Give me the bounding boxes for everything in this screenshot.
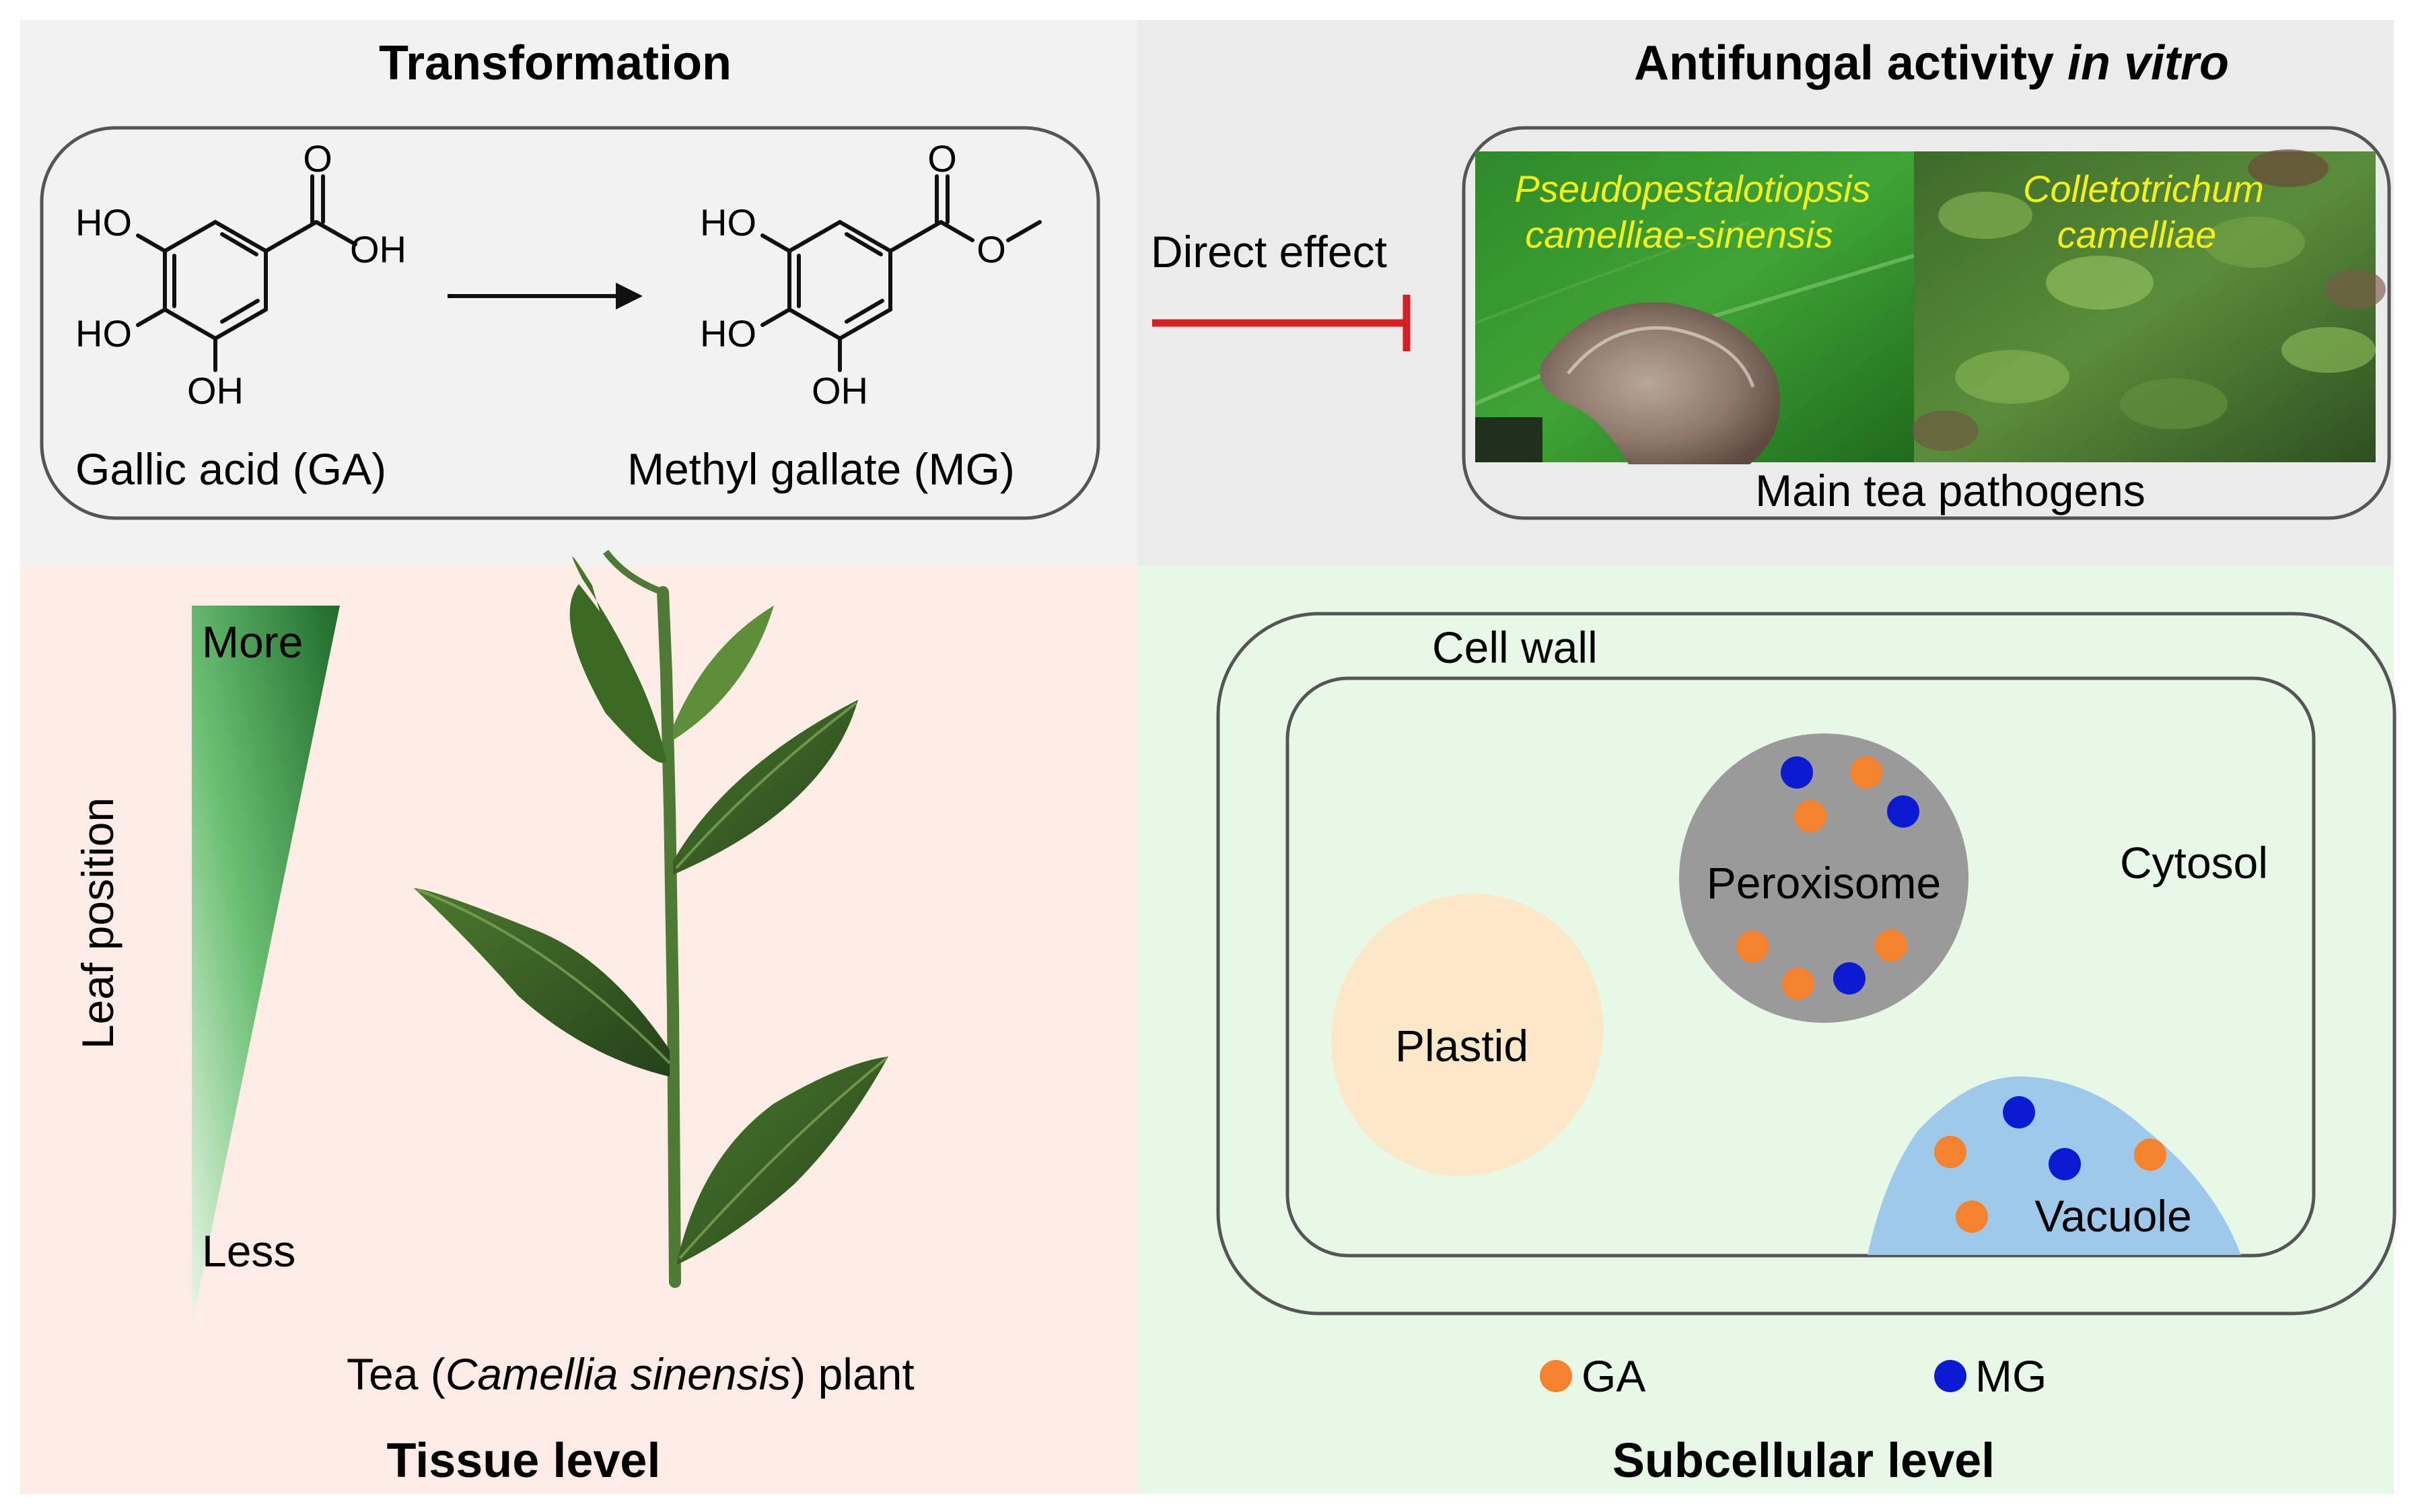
mg-atom-ho-top: HO (700, 201, 756, 244)
ga-dot (1782, 968, 1814, 1000)
ga-atom-o: O (303, 137, 332, 180)
legend-mg-label: MG (1975, 1351, 2047, 1401)
leaf-position-axis-label: Leaf position (73, 797, 122, 1049)
antifungal-title: Antifungal activity in vitro (1634, 36, 2229, 90)
ga-atom-oh-bottom: OH (187, 369, 244, 412)
pathogen-photo-colletotrichum (1911, 149, 2386, 462)
ga-atom-oh-acid: OH (350, 228, 406, 271)
pathogen-photo-pseudopestalotiopsis (1474, 151, 1915, 464)
tea-plant-caption: Tea (Camellia sinensis) plant (347, 1349, 915, 1399)
inhibition-arrow (1152, 295, 1411, 351)
legend: GA MG (1540, 1351, 2047, 1401)
methyl-gallate-structure (760, 174, 1042, 372)
ga-dot (1794, 800, 1826, 832)
leaf-position-wedge (192, 606, 340, 1326)
mg-dot (1781, 756, 1813, 789)
mg-dot (2049, 1148, 2081, 1180)
tea-plant-image (414, 549, 888, 1288)
wedge-less-label: Less (202, 1226, 295, 1276)
pathogen1-name-line2: camelliae-sinensis (1525, 213, 1833, 256)
mg-atom-ho-mid: HO (700, 312, 756, 355)
wedge-more-label: More (202, 617, 303, 667)
legend-ga-marker (1540, 1360, 1572, 1392)
plastid-label: Plastid (1395, 1021, 1528, 1071)
mg-name-label: Methyl gallate (MG) (627, 444, 1015, 494)
direct-effect-label: Direct effect (1151, 227, 1387, 277)
reaction-arrow (448, 283, 643, 310)
transformation-title: Transformation (379, 36, 732, 90)
ga-dot (1956, 1200, 1988, 1233)
ga-dot (1875, 929, 1907, 962)
vacuole-label: Vacuole (2034, 1191, 2192, 1241)
ga-atom-ho-top: HO (75, 201, 132, 244)
cell-membrane-outline (1285, 676, 2316, 1258)
pathogen2-name-line2: camelliae (2057, 213, 2217, 256)
ga-dot (2134, 1139, 2166, 1171)
cell-wall-label: Cell wall (1432, 622, 1598, 672)
panel-subcellular-bg (1137, 565, 2394, 1494)
pathogen2-name-line1: Colletotrichum (2023, 168, 2264, 210)
mg-dot (1887, 795, 1919, 828)
cell-wall-outline (1216, 612, 2397, 1316)
cytosol-label: Cytosol (2120, 838, 2268, 888)
mg-atom-oh-bottom: OH (812, 369, 868, 412)
gallic-acid-structure (136, 174, 357, 372)
pathogens-box (1462, 126, 2391, 520)
mg-atom-o: O (927, 137, 957, 180)
ga-dot (1934, 1136, 1966, 1168)
subcellular-level-title: Subcellular level (1612, 1434, 1995, 1488)
mg-atom-o-ester: O (977, 228, 1006, 271)
ga-dot (1736, 931, 1769, 963)
plastid-organelle (1330, 894, 1604, 1176)
transformation-box (40, 126, 1100, 520)
mg-dot (1833, 962, 1866, 995)
mg-dot (2003, 1096, 2035, 1128)
tissue-level-title: Tissue level (387, 1434, 661, 1488)
legend-ga-label: GA (1582, 1351, 1645, 1401)
ga-name-label: Gallic acid (GA) (75, 444, 386, 494)
pathogens-caption: Main tea pathogens (1755, 466, 2145, 515)
panel-transformation-bg (20, 20, 1137, 565)
peroxisome-label: Peroxisome (1707, 858, 1941, 908)
molecule-dots (1736, 756, 2166, 1233)
ga-atom-ho-mid: HO (75, 312, 132, 355)
legend-mg-marker (1934, 1360, 1966, 1392)
pathogen1-name-line1: Pseudopestalotiopsis (1514, 168, 1870, 210)
ga-dot (1850, 756, 1882, 789)
